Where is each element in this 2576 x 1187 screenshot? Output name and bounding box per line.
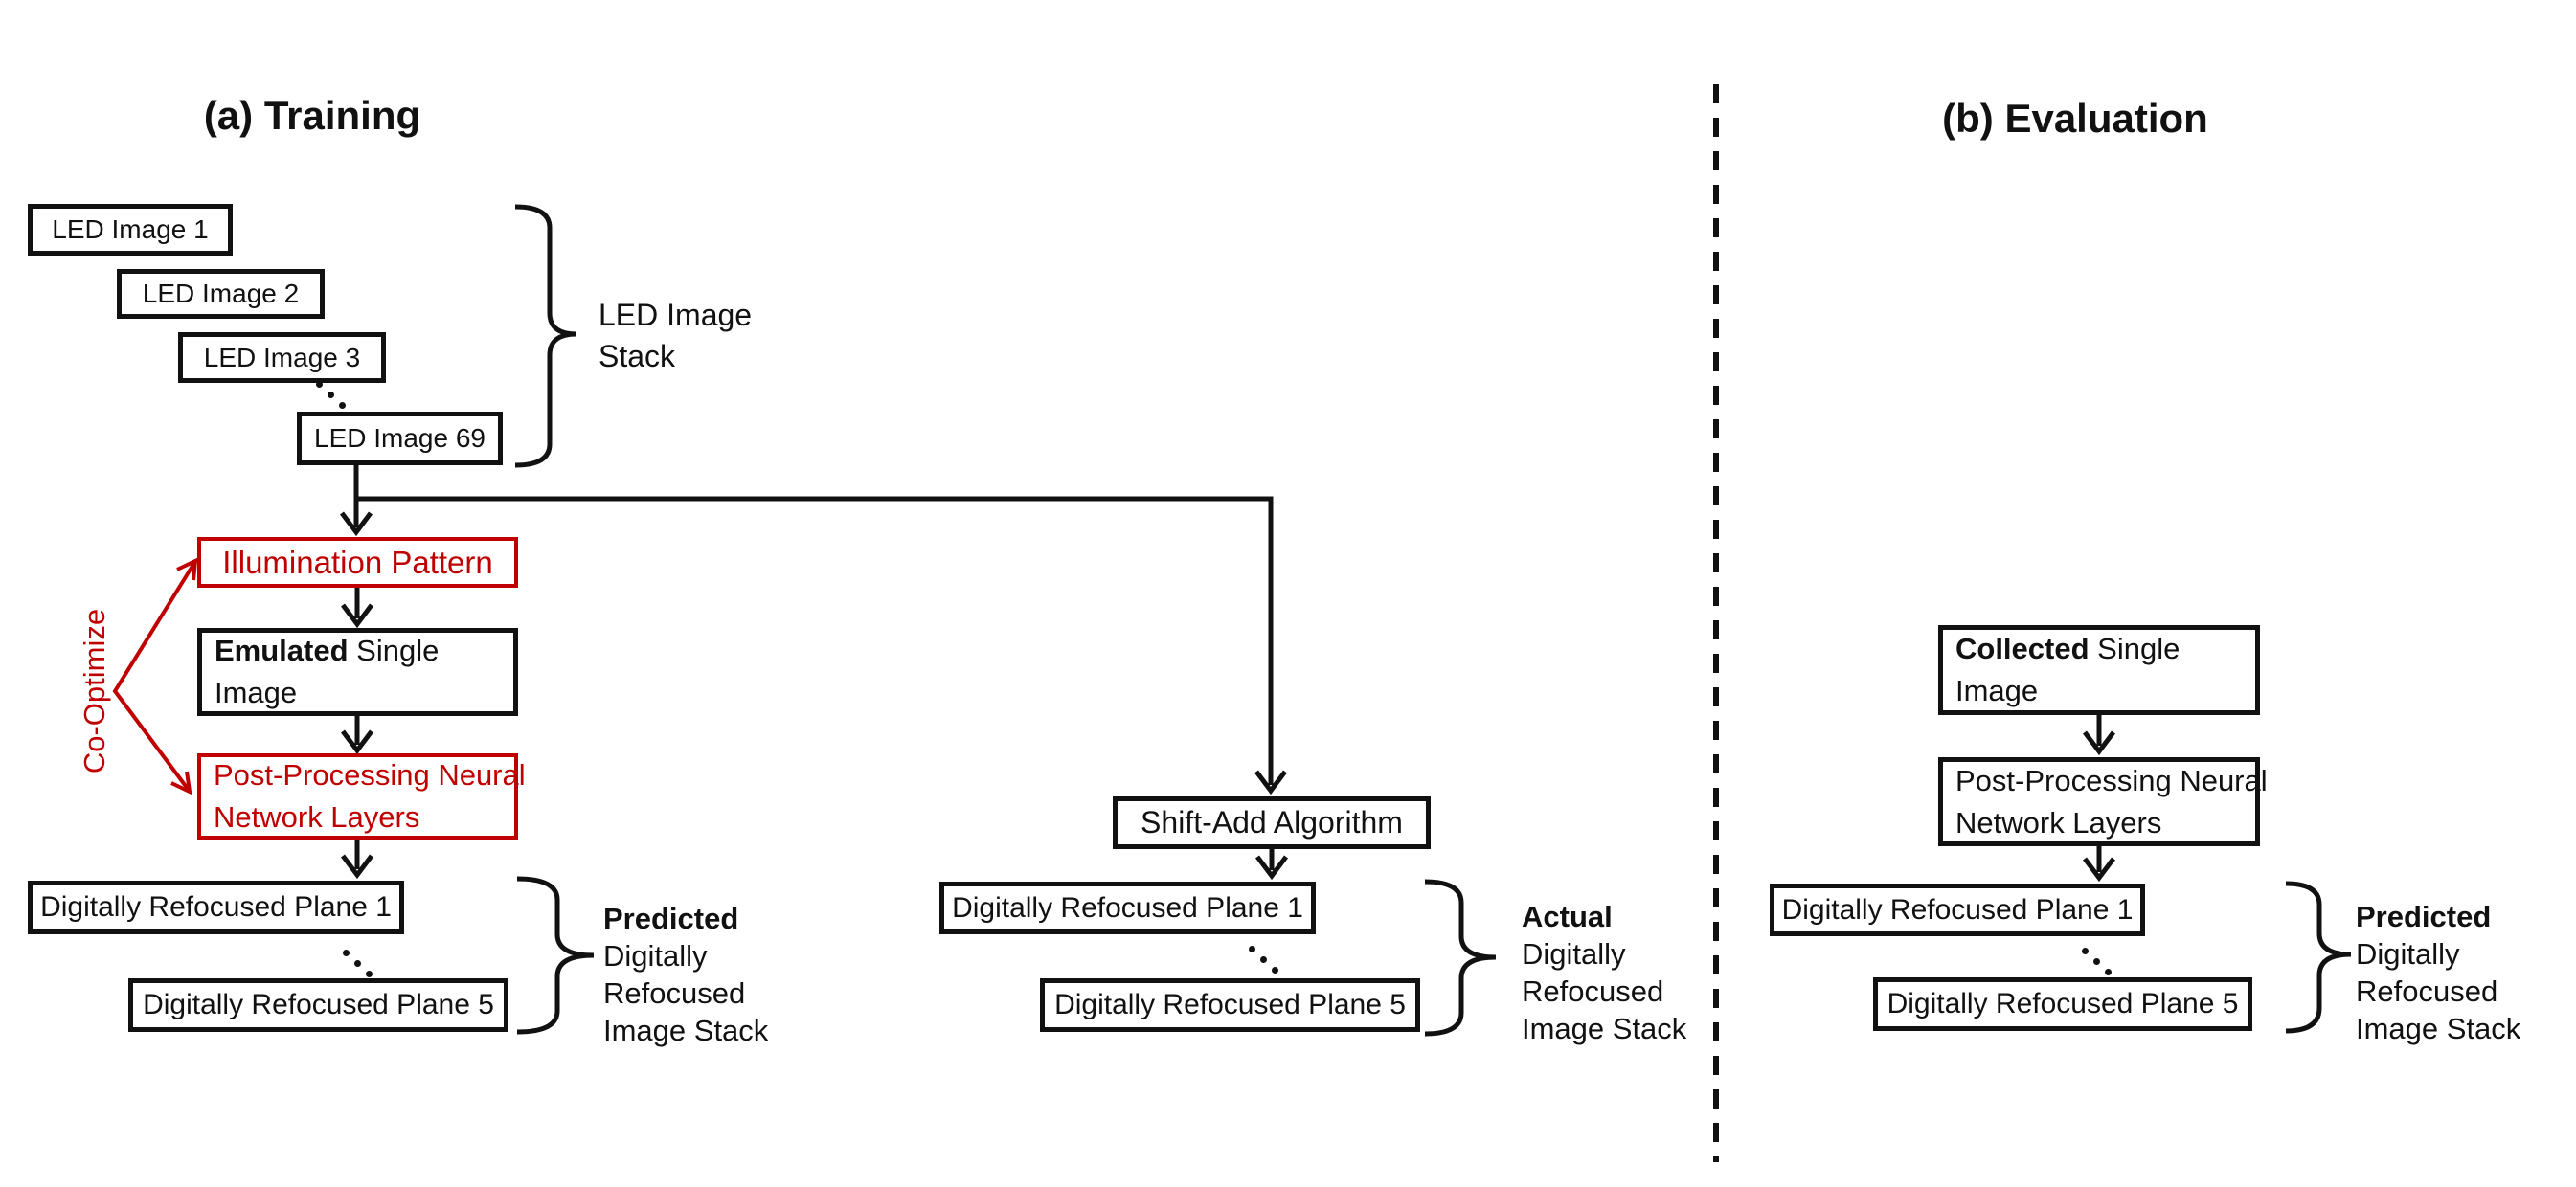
arrowhead-icon <box>1255 855 1288 881</box>
diagonal-dots-icon <box>343 950 375 980</box>
arrowhead-icon <box>341 854 373 880</box>
led-image-1-box: LED Image 1 <box>28 204 233 256</box>
eval-plane-1-box: Digitally Refocused Plane 1 <box>1770 884 2145 936</box>
diagonal-dots-icon <box>316 381 349 412</box>
predicted-plane-5-box: Digitally Refocused Plane 5 <box>128 978 508 1032</box>
shift-add-algorithm-box: Shift-Add Algorithm <box>1113 796 1431 849</box>
led-image-2-box: LED Image 2 <box>117 269 325 319</box>
actual-stack-brace-icon <box>1424 879 1497 1037</box>
illumination-pattern-box: Illumination Pattern <box>197 537 518 588</box>
predicted-stack-label-eval: Predicted Digitally Refocused Image Stac… <box>2356 900 2521 1045</box>
co-optimize-arrow-lines <box>112 561 196 791</box>
collected-single-image-box: Collected Single Image <box>1938 625 2260 715</box>
diagonal-dots-icon <box>2082 948 2114 978</box>
co-optimize-label: Co-Optimize <box>78 608 111 774</box>
led-image-69-box: LED Image 69 <box>297 412 503 465</box>
arrowhead-icon <box>341 603 373 629</box>
eval-plane-5-box: Digitally Refocused Plane 5 <box>1873 977 2252 1031</box>
arrowhead-icon <box>341 729 373 755</box>
post-processing-nn-box-eval: Post-Processing Neural Network Layers <box>1938 757 2268 846</box>
led-stack-label: LED Image Stack <box>599 298 753 373</box>
arrowhead-icon <box>1254 770 1287 795</box>
evaluation-panel-title: (b) Evaluation <box>1942 96 2208 141</box>
dashed-vertical-divider <box>1713 84 1719 1162</box>
red-arrowhead-icon <box>176 557 198 581</box>
red-arrowhead-icon <box>170 771 192 795</box>
actual-plane-1-box: Digitally Refocused Plane 1 <box>939 882 1316 934</box>
predicted-stack-label: Predicted Digitally Refocused Image Stac… <box>603 902 769 1047</box>
actual-stack-label: Actual Digitally Refocused Image Stack <box>1522 900 1687 1045</box>
predicted-stack-brace-eval-icon <box>2285 881 2352 1034</box>
actual-plane-5-box: Digitally Refocused Plane 5 <box>1040 978 1420 1032</box>
predicted-stack-brace-icon <box>516 876 595 1035</box>
co-optimize-arrows <box>112 557 198 795</box>
arrowhead-icon <box>2083 730 2115 756</box>
arrowhead-icon <box>340 511 373 537</box>
emulated-single-image-box: Emulated Single Image <box>197 628 518 716</box>
diagonal-dots-icon <box>1249 946 1281 976</box>
post-processing-nn-box: Post-Processing Neural Network Layers <box>197 753 526 840</box>
training-panel-title: (a) Training <box>203 93 421 138</box>
predicted-plane-1-box: Digitally Refocused Plane 1 <box>28 881 404 934</box>
arrowhead-icon <box>2083 857 2115 883</box>
led-stack-brace-icon <box>514 204 577 468</box>
led-image-3-box: LED Image 3 <box>178 332 386 383</box>
